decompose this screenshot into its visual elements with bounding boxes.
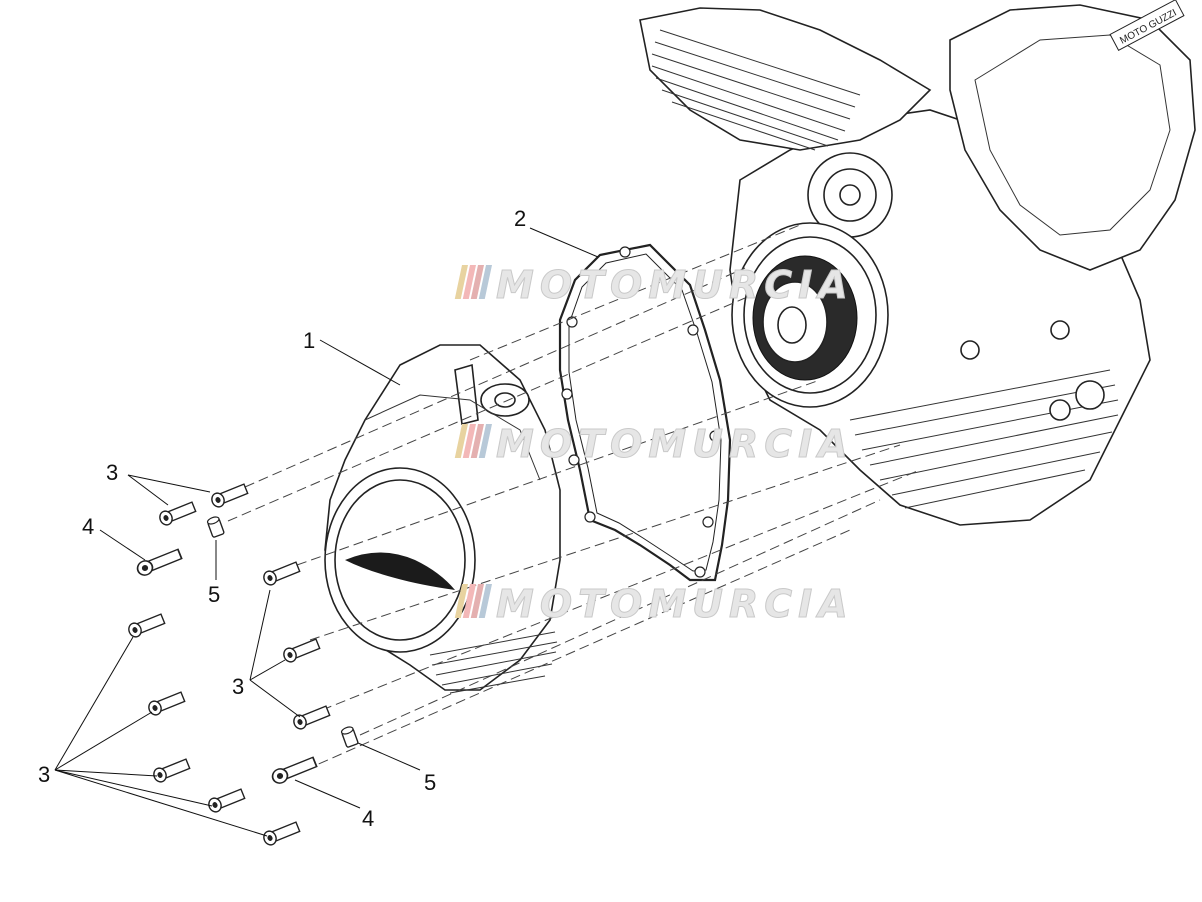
- callout-3: 3: [38, 762, 50, 787]
- callout-5: 5: [424, 770, 436, 795]
- svg-text:MOTOMURCIA: MOTOMURCIA: [496, 422, 854, 466]
- callout-3: 3: [106, 460, 118, 485]
- stator-rotor: [731, 222, 889, 408]
- callout-1: 1: [303, 328, 315, 353]
- bolt: [291, 703, 332, 732]
- dowel: [339, 724, 360, 749]
- callout-2: 2: [514, 206, 526, 231]
- assembly-lines: [227, 224, 921, 771]
- cover-gasket: [558, 243, 732, 582]
- bolt: [281, 636, 322, 665]
- bolt: [261, 819, 302, 848]
- watermark-logo: MOTOMURCIA: [454, 582, 854, 627]
- bolt: [126, 611, 167, 640]
- bolt: [157, 499, 198, 528]
- callout-3: 3: [232, 674, 244, 699]
- bolt: [209, 481, 250, 510]
- svg-text:MOTOMURCIA: MOTOMURCIA: [496, 263, 854, 307]
- svg-text:MOTOMURCIA: MOTOMURCIA: [496, 582, 854, 626]
- bolt: [206, 786, 247, 815]
- leader-lines: [54, 227, 599, 837]
- alternator-cover: [324, 344, 561, 694]
- engine-block: MOTO GUZZI: [639, 0, 1196, 526]
- callout-4: 4: [362, 806, 374, 831]
- bolt-long: [134, 546, 184, 579]
- bolt: [151, 756, 192, 785]
- callout-5: 5: [208, 582, 220, 607]
- dowel: [205, 514, 226, 539]
- bolt-long: [269, 754, 319, 787]
- watermark-logo: MOTOMURCIA: [454, 422, 854, 467]
- watermark-logo: MOTOMURCIA: [454, 263, 854, 308]
- bolt: [146, 689, 187, 718]
- callout-4: 4: [82, 514, 94, 539]
- bolt: [261, 559, 302, 588]
